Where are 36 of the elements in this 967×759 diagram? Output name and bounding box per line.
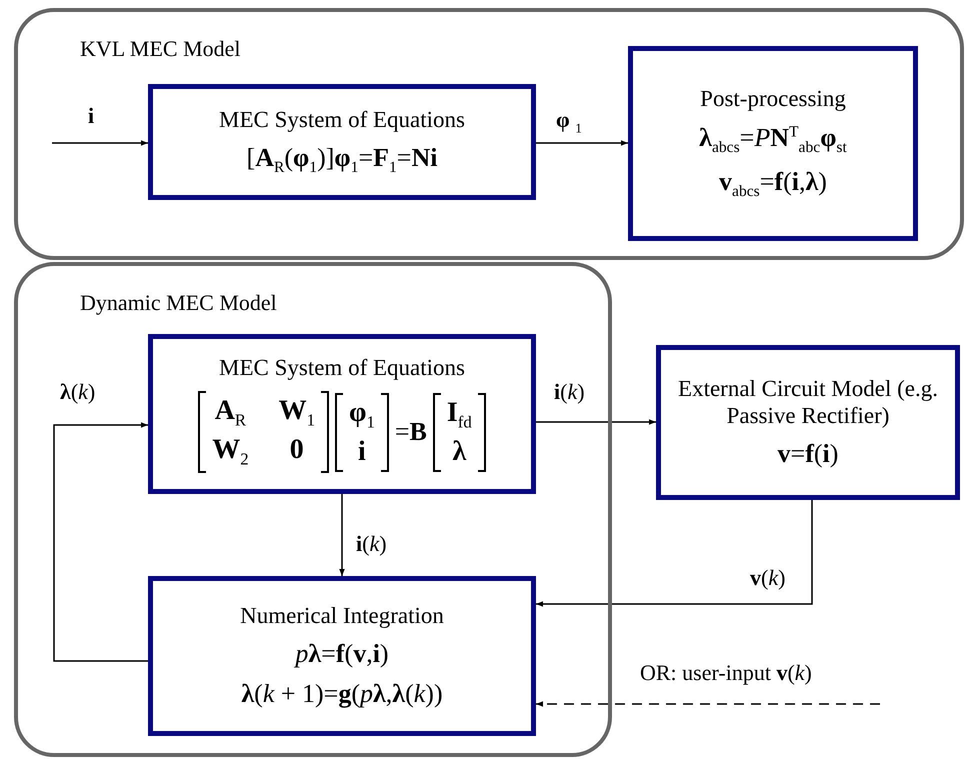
arrow bbox=[536, 140, 628, 146]
matrix-entry: 0 bbox=[288, 434, 305, 468]
matrix-entry: I$_{fd}$ bbox=[446, 396, 472, 432]
matrix-entry: φ$_{1}$ bbox=[349, 396, 375, 432]
process-box bbox=[656, 345, 960, 500]
equation: =B bbox=[394, 417, 427, 448]
equation: λ(k + 1)=g(pλ,λ(k)) bbox=[241, 679, 443, 710]
matrix-entry: λ bbox=[451, 436, 468, 468]
equation: v=f(i) bbox=[778, 438, 838, 469]
model-group-panel bbox=[14, 8, 964, 260]
box-title: MEC System of Equations bbox=[219, 354, 465, 382]
equation: v$_{abcs}$=f(i,λ) bbox=[719, 166, 827, 201]
process-box bbox=[148, 334, 536, 494]
matrix-entry: A$_{R}$ bbox=[214, 395, 248, 430]
process-box bbox=[628, 46, 918, 241]
arrow bbox=[339, 494, 345, 576]
matrix-entry: W$_{1}$ bbox=[278, 395, 315, 430]
process-box bbox=[148, 576, 536, 736]
matrix-entry: i bbox=[357, 436, 367, 468]
arrow bbox=[53, 422, 148, 662]
arrow bbox=[536, 500, 813, 607]
box-title: Numerical Integration bbox=[240, 602, 444, 630]
group-title: Dynamic MEC Model bbox=[80, 290, 277, 316]
box-title: MEC System of Equations bbox=[219, 106, 465, 134]
equation: pλ=f(v,i) bbox=[295, 639, 389, 670]
arrow bbox=[52, 140, 148, 146]
box-title: External Circuit Model (e.g. Passive Rectifier) bbox=[677, 376, 939, 429]
equation: λ$_{abcs}$=PN$^{T}$$_{abc}$φ$_{st}$ bbox=[699, 122, 847, 157]
arrow bbox=[536, 419, 656, 425]
model-group-panel bbox=[14, 262, 612, 757]
arrow bbox=[536, 701, 880, 707]
equation: [A$_{R}$(φ$_{1}$)]φ$_{1}$=F$_{1}$=Ni bbox=[246, 143, 438, 178]
group-title: KVL MEC Model bbox=[80, 36, 241, 62]
matrix-entry: W$_{2}$ bbox=[212, 434, 249, 470]
box-title: Post-processing bbox=[700, 86, 846, 113]
process-box bbox=[148, 84, 536, 200]
